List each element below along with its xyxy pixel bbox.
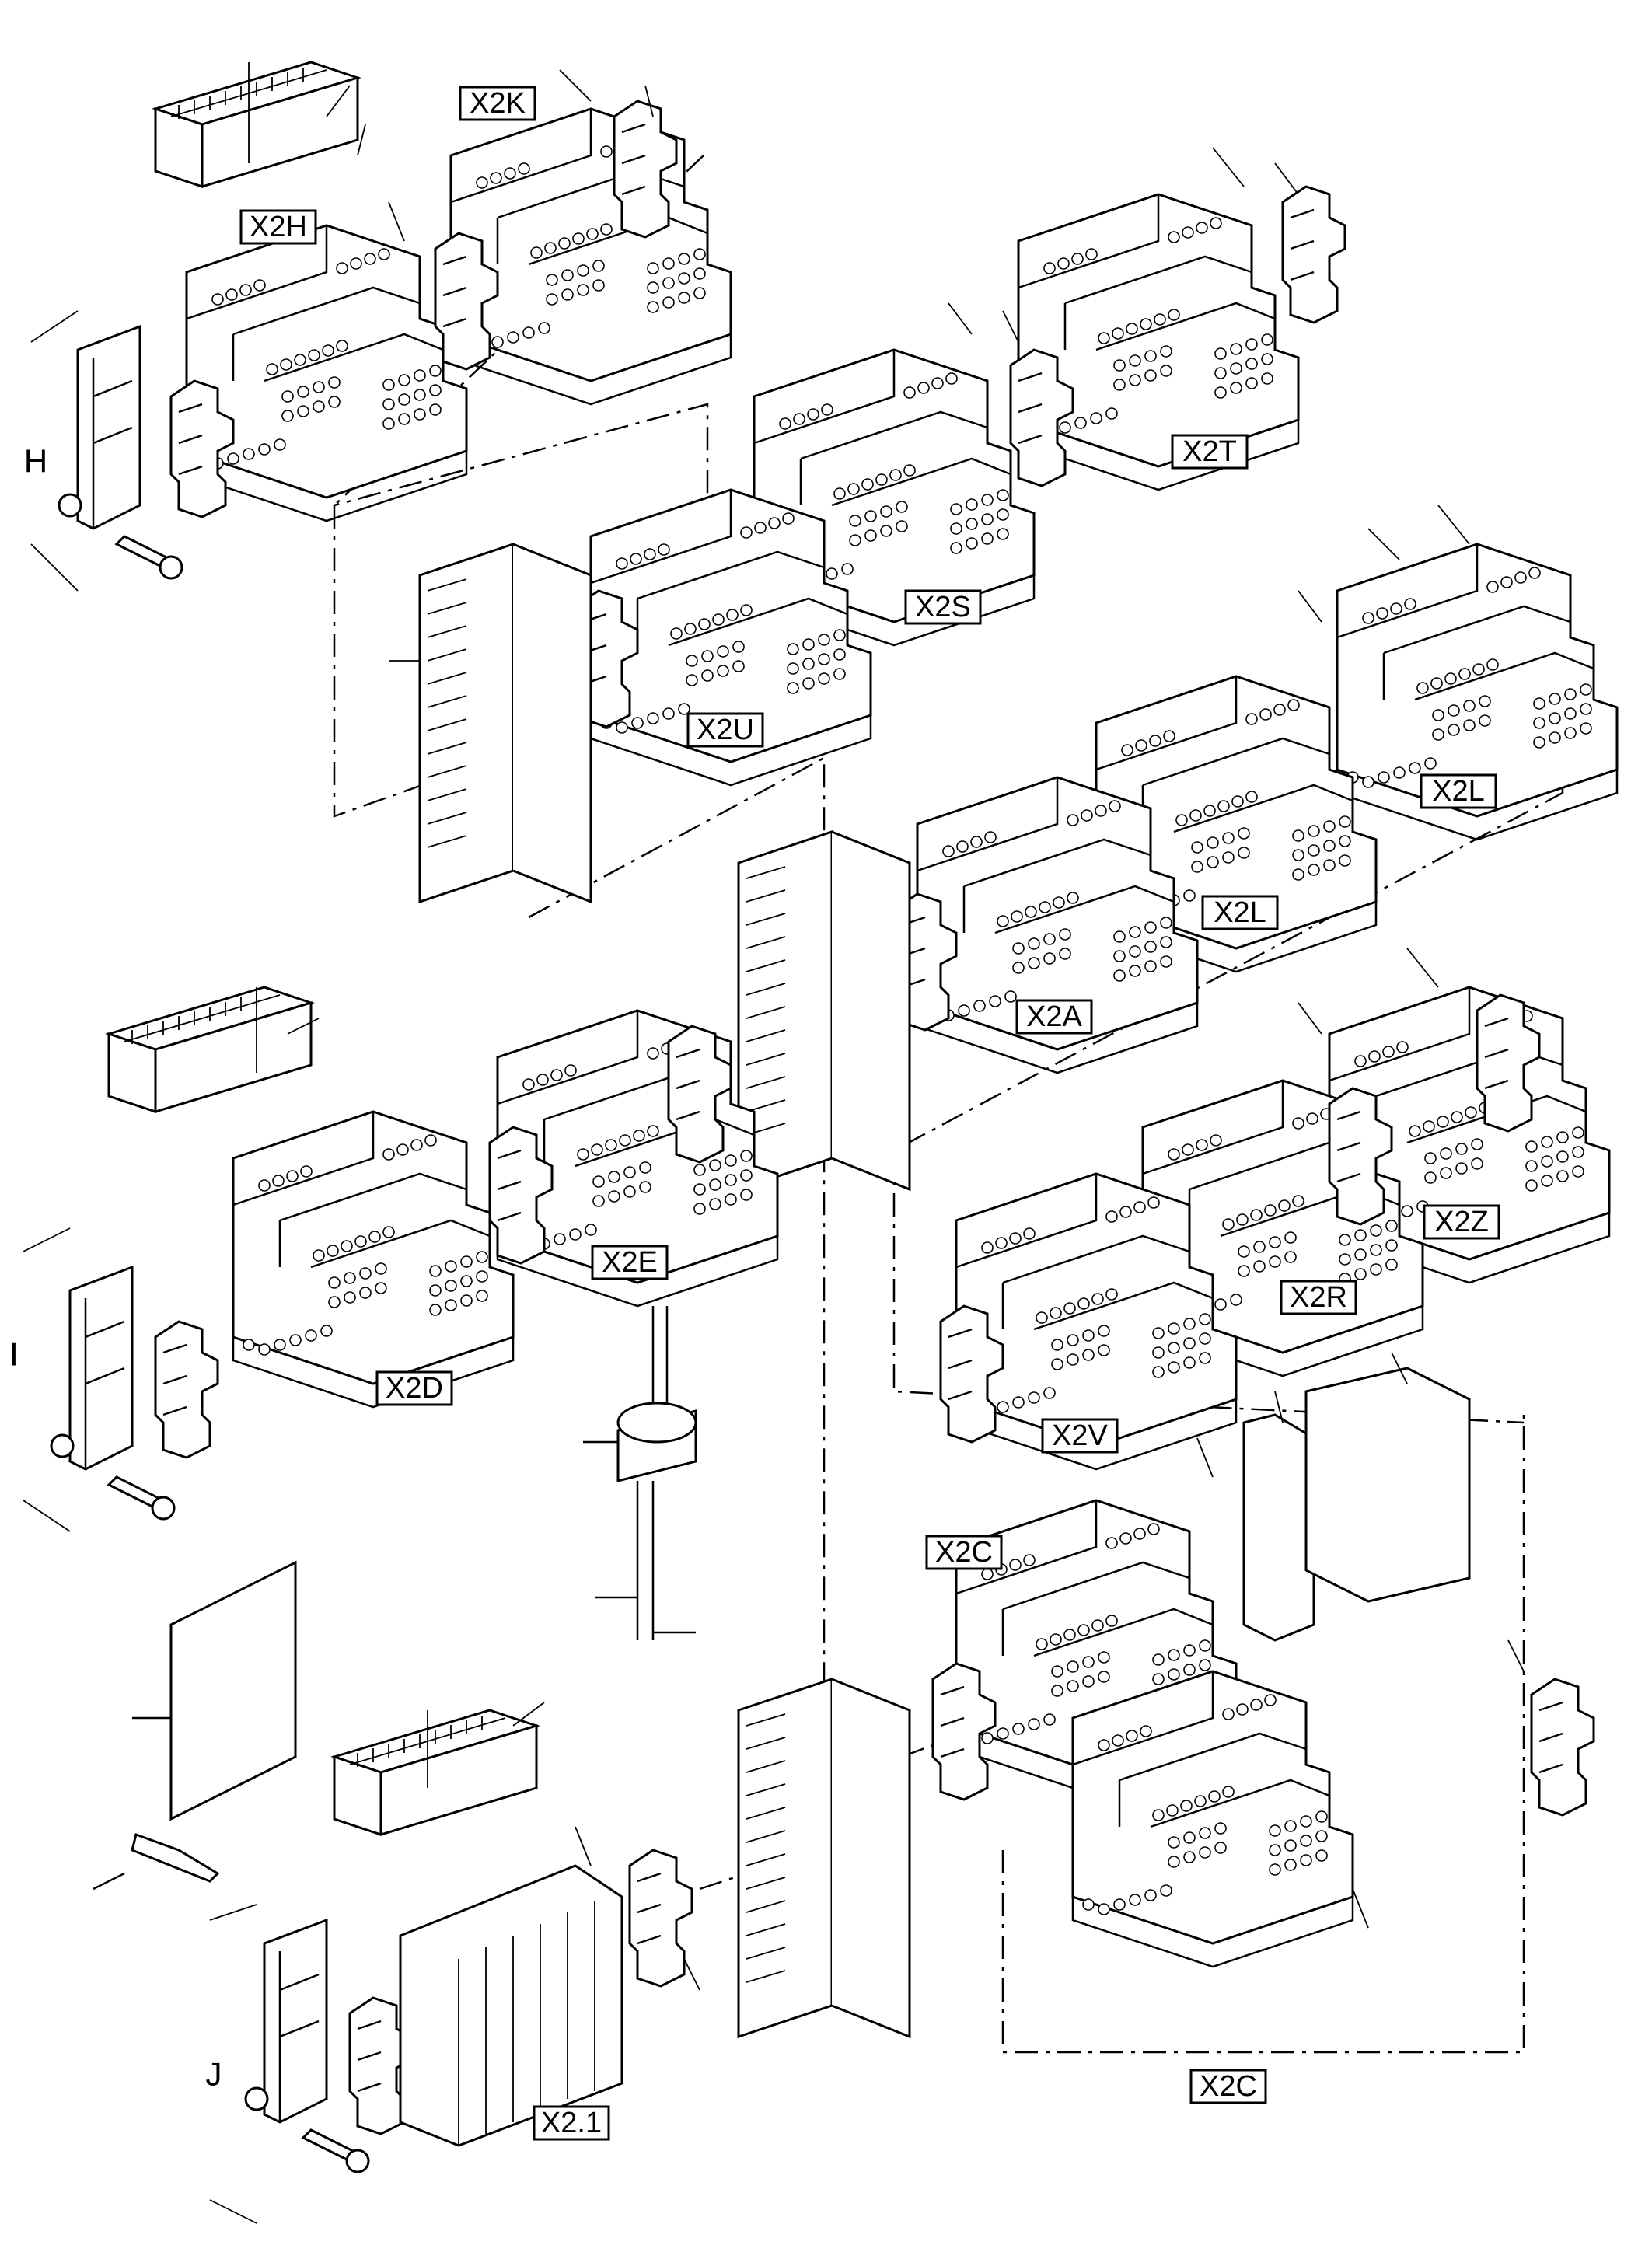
cable-ferrule (583, 1306, 697, 1640)
duct-tower-middle (737, 830, 911, 1191)
terminal-module-x2c-lower (1071, 1670, 1354, 1968)
terminal-strip-x21 (399, 1864, 623, 2147)
terminal-module-x2k (449, 107, 732, 406)
label-x2u: X2U (686, 712, 764, 748)
letter-h: H (24, 443, 47, 480)
svg-text:X2Z: X2Z (1434, 1206, 1489, 1238)
end-clamp-x2c-lower (1530, 1678, 1595, 1817)
cover-panel (132, 1560, 297, 1821)
svg-text:X2A: X2A (1026, 1000, 1082, 1033)
group-outline-lower-right (1001, 1415, 1525, 2054)
duct-tower-lower (737, 1678, 911, 2038)
label-x2l-lower: X2L (1201, 895, 1279, 930)
duct-tower-upper (418, 543, 592, 903)
label-x2a: X2A (1015, 999, 1093, 1035)
label-x2r: X2R (1280, 1280, 1357, 1315)
marker-tool (93, 1833, 220, 1891)
label-x2v: X2V (1041, 1418, 1119, 1454)
label-x21: X2.1 (533, 2105, 610, 2141)
label-x2e: X2E (591, 1245, 669, 1280)
svg-text:X2R: X2R (1290, 1281, 1347, 1314)
label-x2c-lower: X2C (1189, 2069, 1267, 2104)
cable-duct-middle (107, 986, 313, 1113)
slim-terminal-blocks-x2c (1242, 1367, 1471, 1642)
label-x2k: X2K (459, 86, 536, 121)
terminal-module-x2h (185, 224, 468, 522)
label-x2l-upper: X2L (1420, 773, 1497, 809)
end-clamp-x2t (1281, 185, 1346, 324)
cable-duct-x2h (154, 61, 359, 188)
svg-text:X2H: X2H (250, 211, 307, 243)
svg-text:X2K: X2K (470, 87, 526, 120)
svg-text:X2U: X2U (697, 714, 754, 746)
end-clamp-x2k (613, 100, 678, 239)
svg-text:X2C: X2C (1200, 2070, 1257, 2103)
label-x2c-upper: X2C (925, 1535, 1003, 1570)
label-x2s: X2S (904, 589, 982, 625)
label-x2d: X2D (375, 1370, 453, 1406)
svg-text:X2L: X2L (1214, 896, 1266, 929)
svg-text:X2S: X2S (915, 591, 971, 623)
end-clamp-x21 (628, 1849, 693, 1988)
label-x2z: X2Z (1423, 1204, 1500, 1240)
leader-lines (23, 62, 1525, 2224)
din-rail-bracket-h (58, 325, 183, 580)
svg-text:X2D: X2D (386, 1372, 443, 1405)
group-outline-left (893, 575, 1564, 1152)
terminal-module-x2d (232, 1110, 515, 1409)
svg-text:X2C: X2C (935, 1536, 993, 1569)
svg-text:X2V: X2V (1052, 1419, 1108, 1452)
letter-j: J (206, 2056, 222, 2093)
letter-i: I (9, 1336, 19, 1373)
svg-text:X2L: X2L (1432, 775, 1485, 808)
svg-text:X2.1: X2.1 (541, 2107, 602, 2139)
cable-duct-lower (333, 1709, 538, 1836)
svg-text:X2E: X2E (602, 1246, 658, 1279)
svg-text:X2T: X2T (1182, 435, 1237, 468)
label-x2h: X2H (239, 209, 317, 245)
end-clamp-i (154, 1320, 219, 1459)
label-x2t: X2T (1171, 434, 1249, 470)
